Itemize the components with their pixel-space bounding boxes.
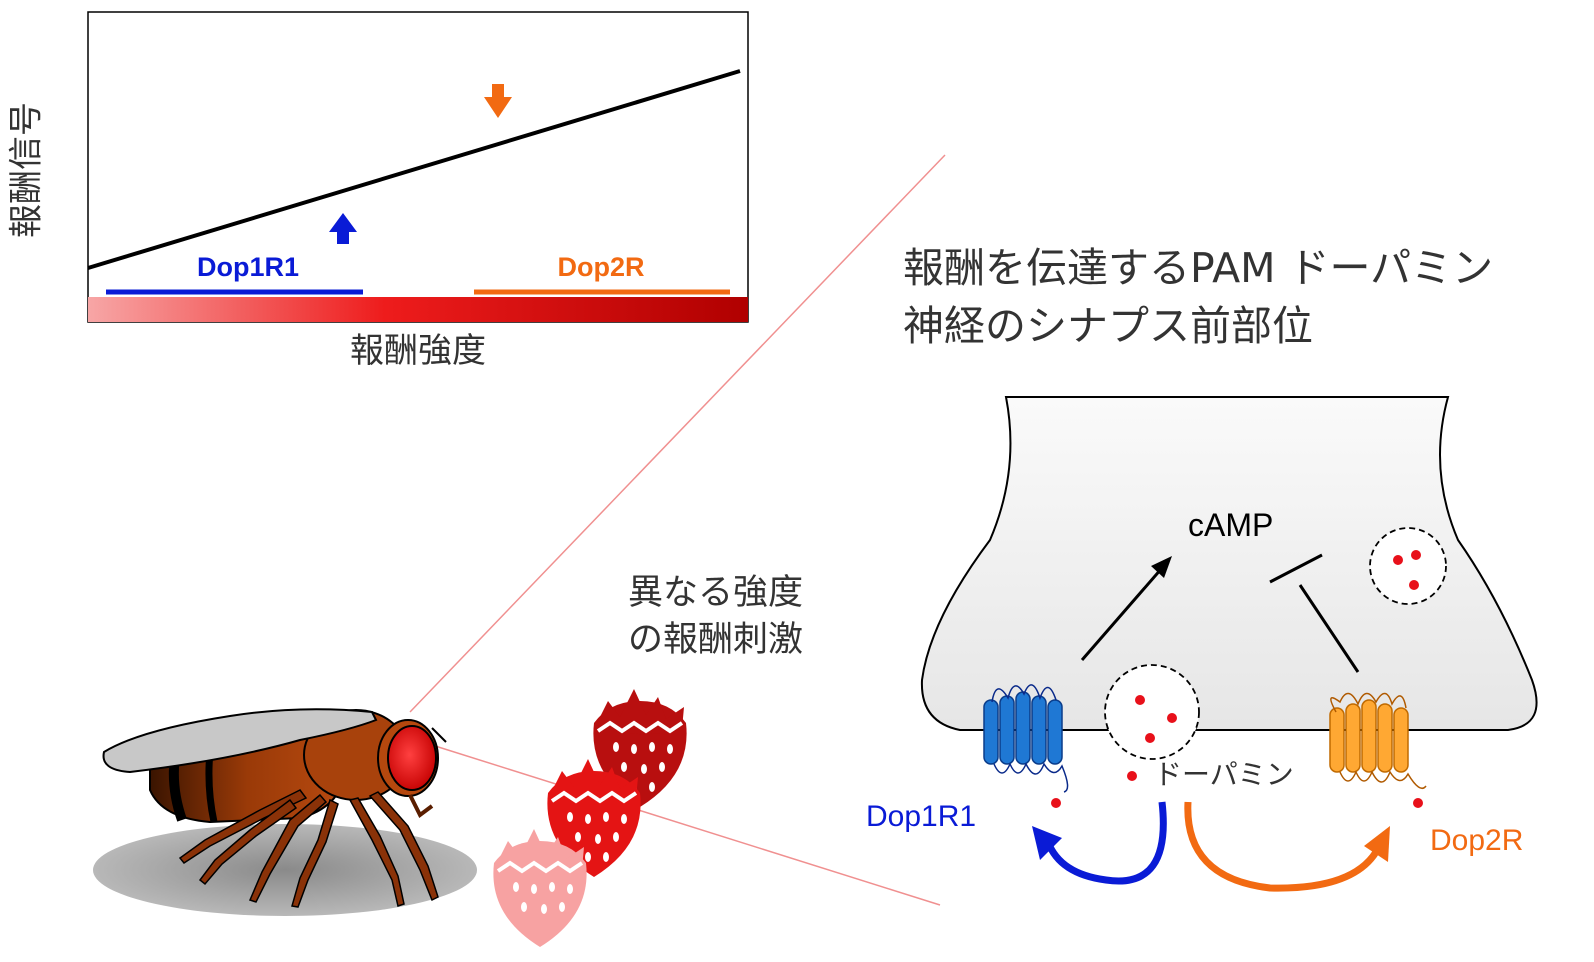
- panel-title-line1: 報酬を伝達するPAM ドーパミン: [903, 244, 1493, 292]
- zoom-line-upper: [409, 154, 946, 713]
- strawberry-weak: [493, 829, 587, 947]
- fusing-vesicle-outline: [1104, 664, 1200, 760]
- dop2r-range-label: Dop2R: [558, 252, 645, 282]
- reward-graph: Dop1R1 Dop2R 報酬信号 報酬強度: [7, 11, 749, 371]
- activation-arrow: [1080, 556, 1172, 661]
- intensity-gradient-bar: [88, 297, 748, 322]
- presynaptic-terminal: [920, 396, 1538, 760]
- stimulus-label-line2: の報酬刺激: [628, 620, 803, 660]
- synaptic-vesicle: [1369, 527, 1447, 605]
- dopamine-label: ドーパミン: [1154, 758, 1294, 791]
- fly-illustration: [93, 708, 477, 916]
- panel-title-line2: 神経のシナプス前部位: [903, 302, 1313, 350]
- up-arrow-icon: [329, 213, 357, 244]
- down-arrow-icon: [484, 84, 512, 118]
- dop1r1-receptor-label: Dop1R1: [866, 800, 976, 833]
- fly-legs: [178, 789, 439, 908]
- dop2r-receptor-label: Dop2R: [1430, 824, 1523, 857]
- fly-wing: [102, 708, 378, 774]
- arrow-to-dop1r1: [1032, 801, 1167, 885]
- camp-label: cAMP: [1188, 507, 1273, 543]
- dop2r-receptor-icon: [1329, 692, 1427, 789]
- inhibition-arrow: [1269, 553, 1360, 673]
- stimulus-label-line1: 異なる強度: [628, 573, 803, 613]
- arrow-to-dop2r: [1184, 801, 1390, 892]
- reward-signal-line: [87, 69, 741, 270]
- fly-eye: [387, 725, 437, 791]
- zoom-line-lower: [431, 744, 941, 906]
- x-axis-label: 報酬強度: [350, 331, 486, 371]
- dop1r1-receptor-icon: [983, 684, 1069, 793]
- y-axis-label: 報酬信号: [7, 102, 47, 238]
- dop1r1-range-label: Dop1R1: [197, 252, 299, 282]
